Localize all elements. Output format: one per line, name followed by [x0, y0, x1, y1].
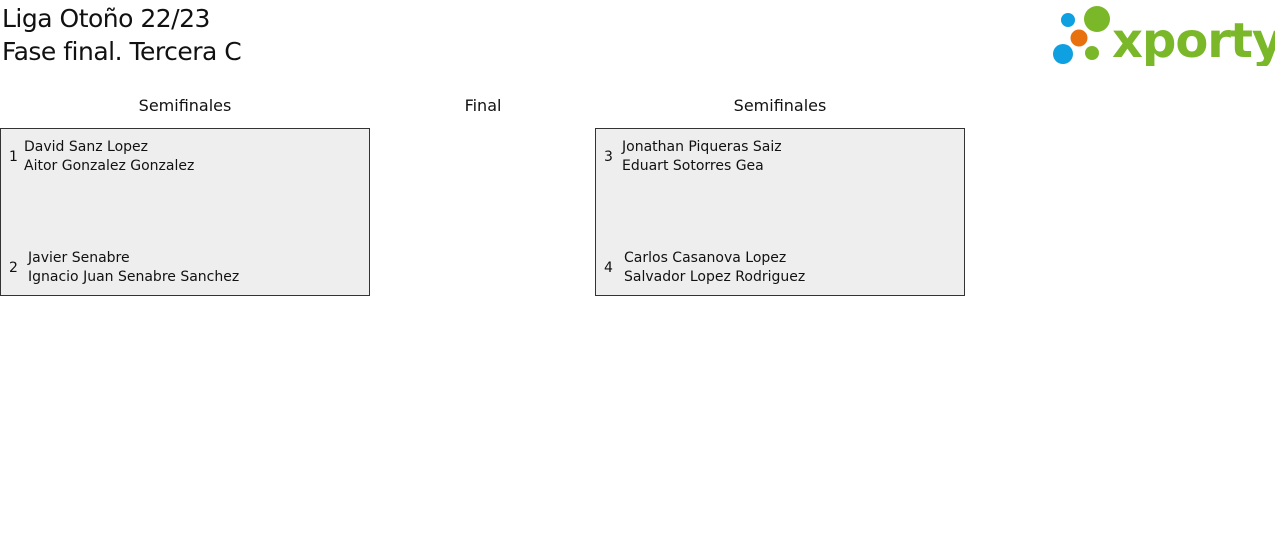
column-header-semifinales-left: Semifinales: [138, 96, 232, 115]
seed-number: 4: [604, 260, 613, 276]
player-name: Carlos Casanova Lopez: [624, 250, 787, 266]
team-players: Javier Senabre Ignacio Juan Senabre Sanc…: [28, 249, 239, 287]
match-box-semifinal-2: 3 Jonathan Piqueras Saiz Eduart Sotorres…: [595, 128, 965, 296]
column-header-semifinales-right: Semifinales: [733, 96, 827, 115]
player-name: Aitor Gonzalez Gonzalez: [24, 158, 195, 174]
player-name: Ignacio Juan Senabre Sanchez: [28, 269, 240, 285]
seed-number: 1: [9, 149, 18, 165]
player-name: Salvador Lopez Rodriguez: [624, 269, 806, 285]
title-line-1: Liga Otoño 22/23: [2, 4, 210, 33]
svg-text:xporty: xporty: [1112, 13, 1275, 66]
player-name: Eduart Sotorres Gea: [622, 158, 764, 174]
title-line-2: Fase final. Tercera C: [2, 37, 242, 66]
seed-number: 3: [604, 149, 613, 165]
page-title: Liga Otoño 22/23 Fase final. Tercera C: [2, 2, 242, 68]
player-name: David Sanz Lopez: [24, 139, 148, 155]
team-players: David Sanz Lopez Aitor Gonzalez Gonzalez: [24, 138, 194, 176]
player-name: Javier Senabre: [28, 250, 130, 266]
player-name: Jonathan Piqueras Saiz: [622, 139, 782, 155]
xporty-logo: xporty: [1053, 6, 1275, 66]
match-box-semifinal-1: 1 David Sanz Lopez Aitor Gonzalez Gonzal…: [0, 128, 370, 296]
team-players: Carlos Casanova Lopez Salvador Lopez Rod…: [624, 249, 805, 287]
column-header-final: Final: [464, 96, 502, 115]
team-players: Jonathan Piqueras Saiz Eduart Sotorres G…: [622, 138, 782, 176]
seed-number: 2: [9, 260, 18, 276]
